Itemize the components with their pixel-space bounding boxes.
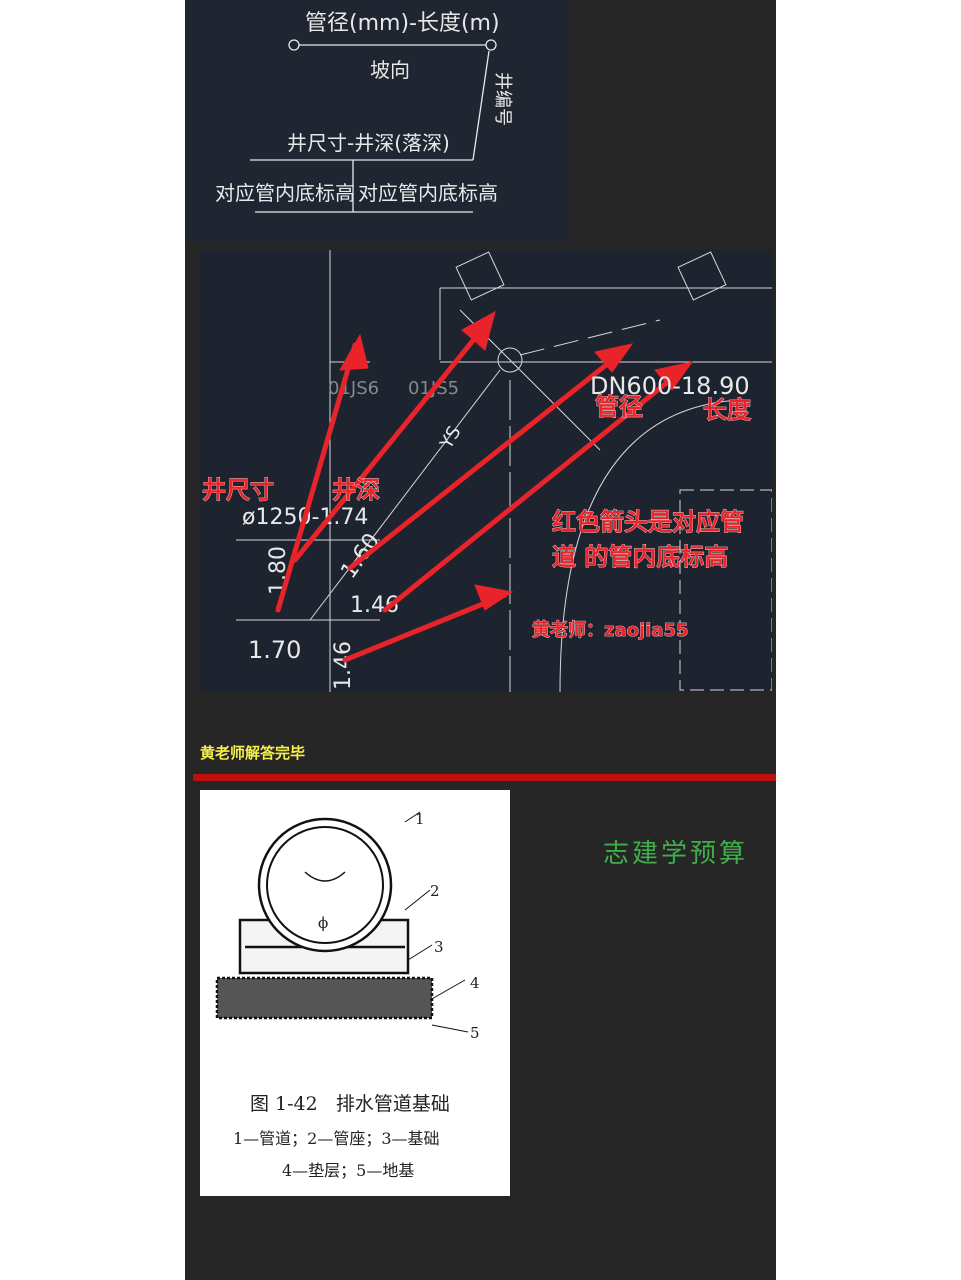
arrowhead [461,311,496,351]
pipe-label: 管径(mm)-长度(m) [305,11,500,36]
label-4: 4 [470,974,480,992]
arrow [382,365,688,613]
well-label: 井尺寸-井深(落深) [287,131,450,155]
pipe-foundation-figure: 1 2 3 4 5 ϕ 图 1-42 排水管道基础 1—管道；2—管座；3—基础… [200,790,510,1196]
arrowhead [474,584,514,611]
label-5: 5 [470,1024,480,1042]
pipe-annotation-legend: 管径(mm)-长度(m) 坡向 井编号 井尺寸-井深(落深) 对应管内底标高 对… [185,0,570,242]
phi-label: ϕ [318,914,328,932]
cad-drawing: ø1250-1.74 1.80 1.60 1.46 1.70 1.46 01JS… [202,250,772,692]
arrowhead [594,343,634,373]
legend-drawing: 管径(mm)-长度(m) 坡向 井编号 井尺寸-井深(落深) 对应管内底标高 对… [215,11,513,213]
arrow [342,592,508,663]
well-depth-annotation: 井深 [332,476,380,504]
cad-drawing-panel: ø1250-1.74 1.80 1.60 1.46 1.70 1.46 01JS… [200,250,772,692]
invert-left-label: 对应管内底标高 [215,181,355,205]
author-annotation: 黄老师：zaojia55 [532,619,689,641]
pipe-spec: DN600-18.90 [590,372,750,400]
arrow [347,347,628,571]
foundation-drawing: 1 2 3 4 5 ϕ 图 1-42 排水管道基础 1—管道；2—管座；3—基础… [215,810,480,1180]
figure-legend-2: 4—垫层；5—地基 [282,1161,414,1180]
answer-complete-text: 黄老师解答完毕 [200,744,306,762]
arrow [275,342,358,613]
length-annotation: 长度 [703,396,752,424]
figure-legend-1: 1—管道；2—管座；3—基础 [233,1129,440,1148]
note-line-2: 道 的管内底标高 [552,543,728,571]
arrowhead [654,361,694,391]
arrowhead [339,333,369,371]
slope-label: 坡向 [370,58,410,82]
label-3: 3 [434,938,444,956]
pipe-diameter-annotation: 管径 [595,393,643,421]
note-line-1: 红色箭头是对应管 [552,508,744,536]
brand-watermark: 志建学预算 [603,839,749,869]
label-2: 2 [430,882,440,900]
label-1: 1 [415,810,425,828]
well-size-annotation: 井尺寸 [202,476,274,504]
elevation-4: 1.70 [248,636,301,664]
invert-right-label: 对应管内底标高 [358,181,498,205]
well-number-label: 井编号 [492,72,513,126]
well-id-2: 01JS6 [328,378,379,399]
divider [193,774,776,781]
figure-title: 图 1-42 排水管道基础 [250,1093,450,1115]
elevation-5: 1.46 [331,641,356,690]
elevation-2: 1.60 [336,529,385,583]
red-arrows [275,311,694,663]
arrow [292,319,491,563]
